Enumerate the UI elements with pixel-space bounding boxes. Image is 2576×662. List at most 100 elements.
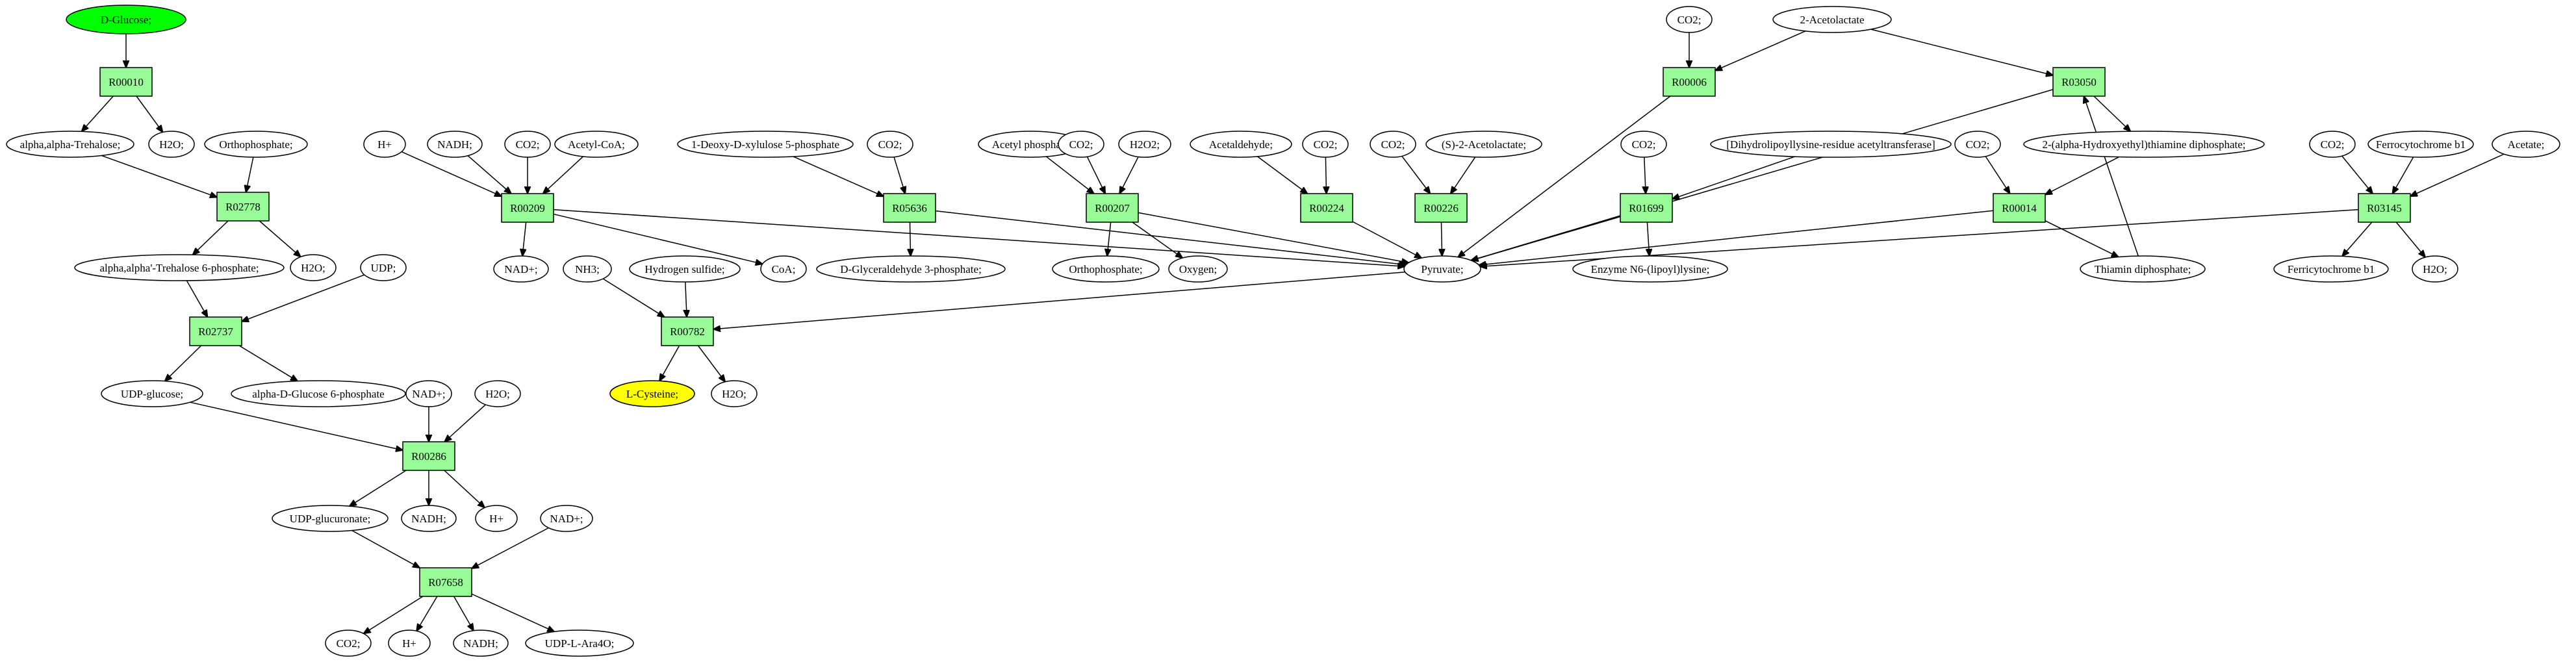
compound-node-co2_9[interactable]: CO2; bbox=[1954, 131, 2001, 158]
node-shape bbox=[563, 255, 612, 283]
compound-node-udpglucuronate[interactable]: UDP-glucuronate; bbox=[272, 505, 389, 532]
compound-node-co2_3[interactable]: CO2; bbox=[867, 131, 913, 158]
node-shape bbox=[504, 131, 551, 158]
reaction-node-r00286[interactable]: R00286 bbox=[402, 441, 455, 471]
compound-node-orthophosphate_2[interactable]: Orthophosphate; bbox=[1052, 255, 1160, 283]
reaction-node-r00014[interactable]: R00014 bbox=[1993, 193, 2046, 223]
compound-node-lipoyllysine[interactable]: Enzyme N6-(lipoyl)lysine; bbox=[1572, 255, 1728, 283]
reaction-node-r02778[interactable]: R02778 bbox=[216, 192, 270, 222]
compound-node-co2_4[interactable]: CO2; bbox=[1058, 131, 1104, 158]
compound-node-nadp_3[interactable]: NAD+; bbox=[493, 255, 549, 283]
compound-node-dihydrolipoyl[interactable]: [Dihydrolipoyllysine-residue acetyltrans… bbox=[1710, 131, 1952, 158]
node-shape bbox=[867, 131, 913, 158]
compound-node-coa[interactable]: CoA; bbox=[760, 255, 807, 283]
edge-h2s-to-r00782 bbox=[685, 281, 687, 317]
compound-node-pyruvate[interactable]: Pyruvate; bbox=[1403, 255, 1481, 283]
edge-udpglucose-to-r00286 bbox=[190, 401, 403, 450]
compound-node-co2_6[interactable]: CO2; bbox=[1370, 131, 1416, 158]
compound-node-nh3[interactable]: NH3; bbox=[563, 255, 612, 283]
compound-node-h2o2[interactable]: H2O2; bbox=[1118, 131, 1171, 158]
node-shape bbox=[360, 254, 407, 281]
compound-node-co2_5[interactable]: CO2; bbox=[1302, 131, 1349, 158]
reaction-node-r00010[interactable]: R00010 bbox=[99, 67, 153, 97]
compound-node-co2_1[interactable]: CO2; bbox=[325, 630, 372, 657]
compound-node-hplus_1[interactable]: H+ bbox=[475, 505, 518, 532]
compound-node-deoxyxylulose[interactable]: 1-Deoxy-D-xylulose 5-phosphate bbox=[677, 131, 854, 158]
reaction-node-r00782[interactable]: R00782 bbox=[661, 316, 714, 346]
node-label: D-Glyceraldehyde 3-phosphate; bbox=[840, 263, 982, 275]
compound-node-sacetolactate[interactable]: (S)-2-Acetolactate; bbox=[1425, 131, 1542, 158]
reaction-node-r02737[interactable]: R02737 bbox=[189, 316, 242, 346]
node-label: R07658 bbox=[428, 576, 463, 589]
reaction-node-r05636[interactable]: R05636 bbox=[883, 193, 936, 223]
compound-node-acetylcoa[interactable]: Acetyl-CoA; bbox=[554, 131, 639, 158]
compound-node-co2_2[interactable]: CO2; bbox=[504, 131, 551, 158]
compound-node-nadh_3[interactable]: NADH; bbox=[427, 131, 483, 158]
node-label: Ferrocytochrome b1 bbox=[2376, 138, 2466, 151]
node-shape bbox=[525, 630, 634, 657]
reaction-node-r01699[interactable]: R01699 bbox=[1620, 193, 1673, 223]
compound-node-nadh_1[interactable]: NADH; bbox=[401, 505, 457, 532]
compound-node-acetate[interactable]: Acetate; bbox=[2492, 131, 2560, 158]
node-shape bbox=[2358, 193, 2411, 223]
node-shape bbox=[1414, 193, 1468, 223]
node-label: R05636 bbox=[892, 202, 927, 214]
compound-node-ferricytochrome[interactable]: Ferricytochrome b1 bbox=[2273, 255, 2389, 283]
edge-deoxyxylulose-to-r05636 bbox=[793, 156, 884, 196]
compound-node-dglucose[interactable]: D-Glucose; bbox=[66, 5, 186, 34]
reaction-node-r00006[interactable]: R00006 bbox=[1663, 67, 1716, 97]
compound-node-acetolactate[interactable]: 2-Acetolactate bbox=[1772, 6, 1892, 33]
compound-node-acetylphosphate[interactable]: Acetyl phosphate bbox=[978, 131, 1083, 158]
node-label: R00006 bbox=[1672, 76, 1707, 88]
compound-node-trehalose6p[interactable]: alpha,alpha'-Trehalose 6-phosphate; bbox=[74, 254, 285, 281]
node-label: Acetate; bbox=[2508, 138, 2545, 151]
compound-node-nadp_1[interactable]: NAD+; bbox=[405, 380, 452, 407]
reaction-node-r03050[interactable]: R03050 bbox=[2052, 67, 2106, 97]
compound-node-hydroxyethyltpp[interactable]: 2-(alpha-Hydroxyethyl)thiamine diphospha… bbox=[2023, 131, 2265, 158]
reaction-node-r00224[interactable]: R00224 bbox=[1300, 193, 1353, 223]
compound-node-orthophosphate_1[interactable]: Orthophosphate; bbox=[204, 131, 308, 158]
compound-node-oxygen[interactable]: Oxygen; bbox=[1168, 255, 1228, 283]
reaction-node-r00209[interactable]: R00209 bbox=[501, 193, 554, 223]
compound-node-hplus_2[interactable]: H+ bbox=[388, 630, 431, 657]
reaction-node-r00226[interactable]: R00226 bbox=[1414, 193, 1468, 223]
node-shape bbox=[1058, 131, 1104, 158]
node-label: D-Glucose; bbox=[101, 14, 151, 26]
node-label: R02778 bbox=[225, 201, 261, 213]
compound-node-nadp_2[interactable]: NAD+; bbox=[540, 505, 593, 532]
compound-node-udpara4o[interactable]: UDP-L-Ara4O; bbox=[525, 630, 634, 657]
edge-r00010-to-h2o_1 bbox=[136, 95, 162, 133]
nodes-layer: D-Glucose; R00010 alpha,alpha-Trehalose; H2… bbox=[6, 5, 2560, 657]
compound-node-h2s[interactable]: Hydrogen sulfide; bbox=[629, 255, 741, 283]
compound-node-ferrocytochrome[interactable]: Ferrocytochrome b1 bbox=[2367, 131, 2474, 158]
compound-node-trehalose[interactable]: alpha,alpha-Trehalose; bbox=[6, 131, 134, 158]
edge-pyruvate-to-r00782 bbox=[713, 271, 1405, 329]
compound-node-acetaldehyde[interactable]: Acetaldehyde; bbox=[1190, 131, 1292, 158]
edge-r00209-to-coa bbox=[553, 213, 763, 264]
compound-node-h2o_5[interactable]: H2O; bbox=[2412, 255, 2458, 283]
edge-r00209-to-pyruvate bbox=[553, 209, 1405, 266]
compound-node-co2_8[interactable]: CO2; bbox=[1620, 131, 1667, 158]
edge-r03050-to-hydroxyethyltpp bbox=[2093, 95, 2130, 131]
edge-r03145-to-h2o_5 bbox=[2395, 222, 2425, 257]
edge-nadp_2-to-r07658 bbox=[472, 527, 549, 568]
compound-node-glucose6p[interactable]: alpha-D-Glucose 6-phosphate bbox=[231, 380, 406, 407]
compound-node-h2o_3[interactable]: H2O; bbox=[474, 380, 521, 407]
reaction-node-r03145[interactable]: R03145 bbox=[2358, 193, 2411, 223]
compound-node-udp[interactable]: UDP; bbox=[360, 254, 407, 281]
compound-node-h2o_2[interactable]: H2O; bbox=[290, 254, 337, 281]
compound-node-thiamindp[interactable]: Thiamin diphosphate; bbox=[2080, 255, 2206, 283]
reaction-node-r07658[interactable]: R07658 bbox=[419, 567, 472, 597]
compound-node-h2o_4[interactable]: H2O; bbox=[711, 380, 758, 407]
reaction-node-r00207[interactable]: R00207 bbox=[1086, 193, 1139, 223]
compound-node-co2_10[interactable]: CO2; bbox=[2309, 131, 2356, 158]
compound-node-nadh_2[interactable]: NADH; bbox=[453, 630, 509, 657]
compound-node-h2o_1[interactable]: H2O; bbox=[148, 131, 195, 158]
compound-node-glyceraldehyde3p[interactable]: D-Glyceraldehyde 3-phosphate; bbox=[816, 255, 1006, 283]
compound-node-co2_7[interactable]: CO2; bbox=[1666, 6, 1713, 33]
compound-node-hplus_3[interactable]: H+ bbox=[363, 131, 406, 158]
edge-r00014-to-thiamindp bbox=[2045, 220, 2119, 257]
compound-node-udpglucose[interactable]: UDP-glucose; bbox=[101, 380, 203, 407]
compound-node-lcysteine[interactable]: L-Cysteine; bbox=[609, 380, 695, 407]
